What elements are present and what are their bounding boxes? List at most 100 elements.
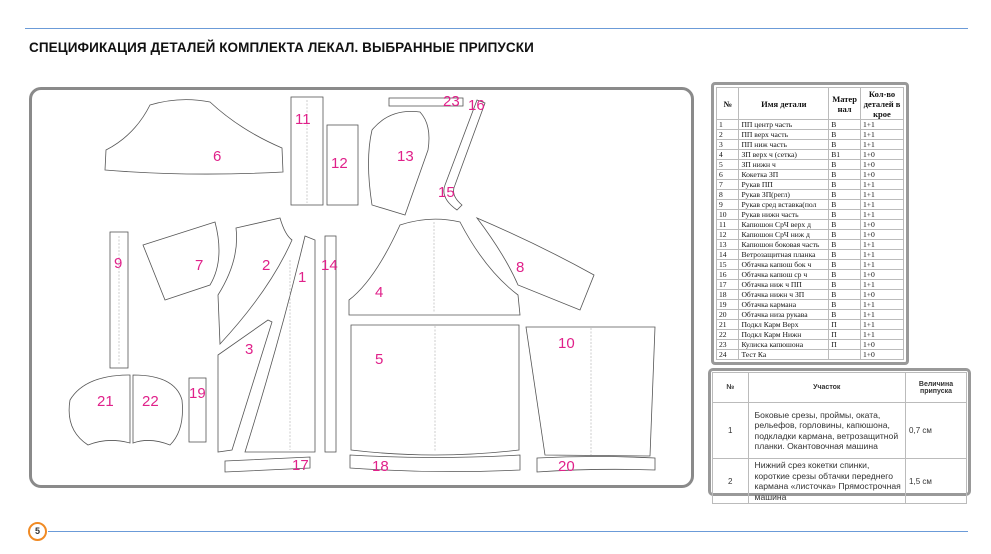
quantity: 1+0 [859,149,905,160]
part-name: ПП ниж часть [738,139,830,150]
material: В [828,169,861,180]
quantity: 1+0 [859,289,905,300]
row-number: 21 [715,319,740,330]
part-name: Капюшон боковая часть [738,239,830,250]
quantity: 1+1 [859,199,905,210]
quantity: 1+0 [859,229,905,240]
piece-label: 6 [213,148,221,165]
row-number: 2 [712,458,749,504]
piece-label: 18 [372,458,389,475]
table-row: 1 Боковые срезы, проймы, оката, рельефов… [712,402,967,459]
piece-label: 3 [245,341,253,358]
bottom-divider [48,531,968,532]
piece-label: 5 [375,351,383,368]
row-number: 1 [715,119,740,130]
quantity: 1+1 [859,209,905,220]
quantity: 1+0 [859,339,905,350]
piece-label: 2 [262,257,270,274]
piece-label: 14 [321,257,338,274]
piece-7 [142,221,220,301]
piece-label: 17 [292,457,309,474]
piece-label: 8 [516,259,524,276]
part-name: Обтачка низа рукава [738,309,830,320]
row-number: 19 [715,299,740,310]
part-name: ПП верх часть [738,129,830,140]
piece-label: 11 [295,111,311,128]
piece-label: 7 [195,257,203,274]
part-name: Рукав ПП [738,179,830,190]
quantity: 1+1 [859,309,905,320]
material: В [828,189,861,200]
part-name: Кулиска капюшона [738,339,830,350]
row-number: 17 [715,279,740,290]
material: В [828,239,861,250]
page-number: 5 [28,522,47,541]
row-number: 9 [715,199,740,210]
row-number: 12 [715,229,740,240]
part-name: Обтачка кармана [738,299,830,310]
part-name: ЗП нижн ч [738,159,830,170]
piece-23 [388,97,464,107]
col-header: № [715,87,740,120]
part-name: Рукав сред вставка(пол [738,199,830,210]
part-name: Подкл Карм Верх [738,319,830,330]
piece-label: 4 [375,284,383,301]
quantity: 1+1 [859,299,905,310]
row-number: 24 [715,349,740,360]
material: В [828,289,861,300]
piece-8 [475,217,595,311]
part-name: Рукав нижн часть [738,209,830,220]
col-header: Величина припуска [905,372,967,403]
material: В [828,229,861,240]
row-number: 1 [712,402,749,459]
quantity: 1+1 [859,119,905,130]
part-name: Тест Ка [738,349,830,360]
row-number: 13 [715,239,740,250]
piece-2 [217,217,293,345]
piece-20 [536,456,656,473]
material: В [828,119,861,130]
part-name: Обтачка капюш ср ч [738,269,830,280]
part-name: Обтачка нижн ч ЗП [738,289,830,300]
row-number: 15 [715,259,740,270]
quantity: 1+0 [859,349,905,360]
part-name: Кокетка ЗП [738,169,830,180]
material: В [828,299,861,310]
part-name: Капюшон СрЧ верх д [738,219,830,230]
piece-label: 1 [298,269,306,286]
material: В [828,279,861,290]
row-number: 4 [715,149,740,160]
col-header: № [712,372,749,403]
part-name: Обтачка капюш бок ч [738,259,830,270]
piece-label: 20 [558,458,575,475]
piece-label: 16 [468,97,485,114]
material: В [828,129,861,140]
quantity: 1+1 [859,329,905,340]
quantity: 1+1 [859,129,905,140]
piece-label: 19 [189,385,206,402]
material: В [828,209,861,220]
row-number: 8 [715,189,740,200]
row-number: 23 [715,339,740,350]
piece-6 [104,99,284,175]
piece-1 [244,235,316,453]
page-title: СПЕЦИФИКАЦИЯ ДЕТАЛЕЙ КОМПЛЕКТА ЛЕКАЛ. ВЫ… [29,40,534,55]
material: В [828,139,861,150]
top-divider [25,28,968,29]
piece-label: 22 [142,393,159,410]
material: В [828,159,861,170]
material: П [828,339,861,350]
quantity: 1+1 [859,139,905,150]
col-header: Участок [747,372,907,403]
piece-label: 13 [397,148,414,165]
